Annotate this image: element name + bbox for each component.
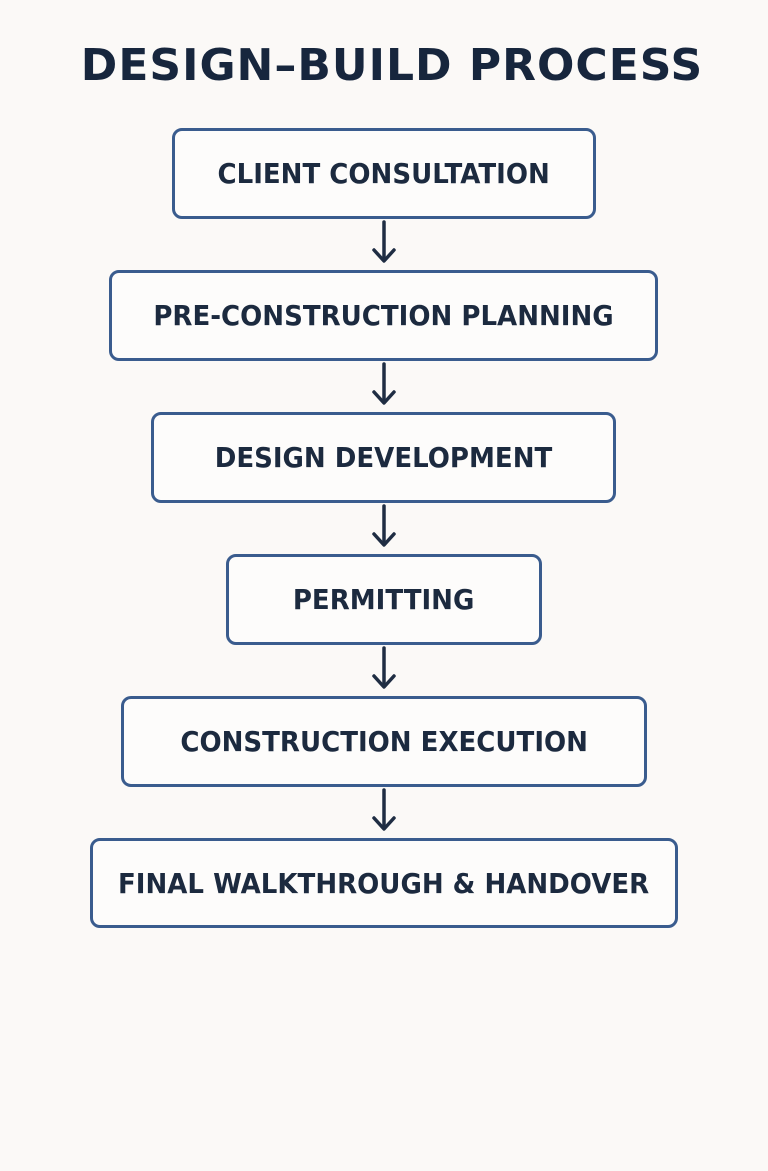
step-permitting: PERMITTING (226, 554, 542, 645)
step-construction-execution: CONSTRUCTION EXECUTION (121, 696, 647, 787)
arrow-down-icon (372, 504, 396, 547)
step-label: PERMITTING (293, 583, 475, 616)
diagram-title: DESIGN–BUILD PROCESS (80, 40, 704, 91)
arrow-down-icon (372, 788, 396, 831)
step-label: DESIGN DEVELOPMENT (214, 441, 553, 474)
step-label: CLIENT CONSULTATION (217, 157, 551, 190)
arrow-down-icon (372, 646, 396, 689)
arrow-down-icon (372, 362, 396, 405)
step-client-consultation: CLIENT CONSULTATION (172, 128, 596, 219)
arrow-down-icon (372, 220, 396, 263)
step-pre-construction-planning: PRE-CONSTRUCTION PLANNING (109, 270, 658, 361)
step-label: CONSTRUCTION EXECUTION (180, 725, 588, 758)
step-label: FINAL WALKTHROUGH & HANDOVER (118, 866, 650, 900)
step-label: PRE-CONSTRUCTION PLANNING (153, 299, 614, 332)
step-design-development: DESIGN DEVELOPMENT (151, 412, 616, 503)
step-final-walkthrough-handover: FINAL WALKTHROUGH & HANDOVER (90, 838, 678, 928)
